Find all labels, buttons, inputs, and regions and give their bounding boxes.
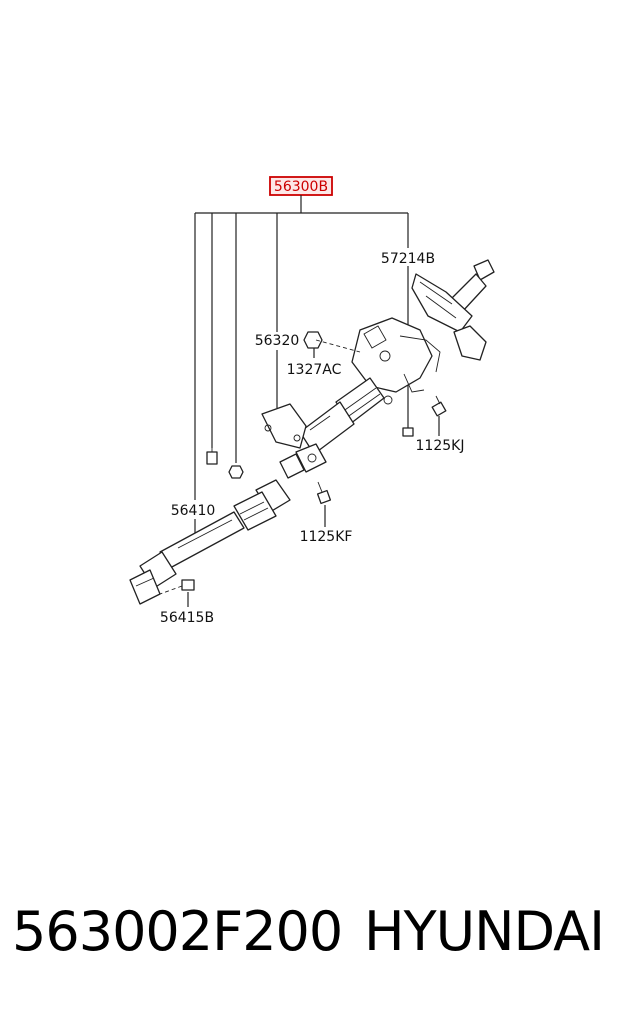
bolt-1125KJ <box>431 395 447 417</box>
nut-1327AC <box>303 331 361 353</box>
lower-bracket <box>261 403 327 473</box>
nut-small <box>228 465 244 479</box>
footer: 563002F200 HYUNDAI <box>0 900 620 980</box>
bolt-1125KF <box>316 481 332 505</box>
callout-56415B: 56415B <box>160 610 214 626</box>
bolt-small <box>206 448 218 465</box>
callout-56300B: 56300B <box>274 179 328 195</box>
part-number: 563002F200 <box>12 900 343 963</box>
leader-lines <box>187 195 440 607</box>
brand-name: HYUNDAI <box>364 900 605 963</box>
bolt-56415B <box>159 579 195 595</box>
bolt-57214B <box>402 427 414 437</box>
callout-56410: 56410 <box>171 503 216 519</box>
callout-57214B: 57214B <box>381 251 435 267</box>
steering-column-upper <box>351 259 495 405</box>
callout-1125KF: 1125KF <box>300 529 353 545</box>
callout-1327AC: 1327AC <box>287 362 342 378</box>
column-tube <box>299 377 385 455</box>
steering-column-diagram: 56300B <box>129 176 495 626</box>
callout-1125KJ: 1125KJ <box>416 438 465 454</box>
callout-56320: 56320 <box>255 333 300 349</box>
intermediate-shaft <box>129 453 305 605</box>
